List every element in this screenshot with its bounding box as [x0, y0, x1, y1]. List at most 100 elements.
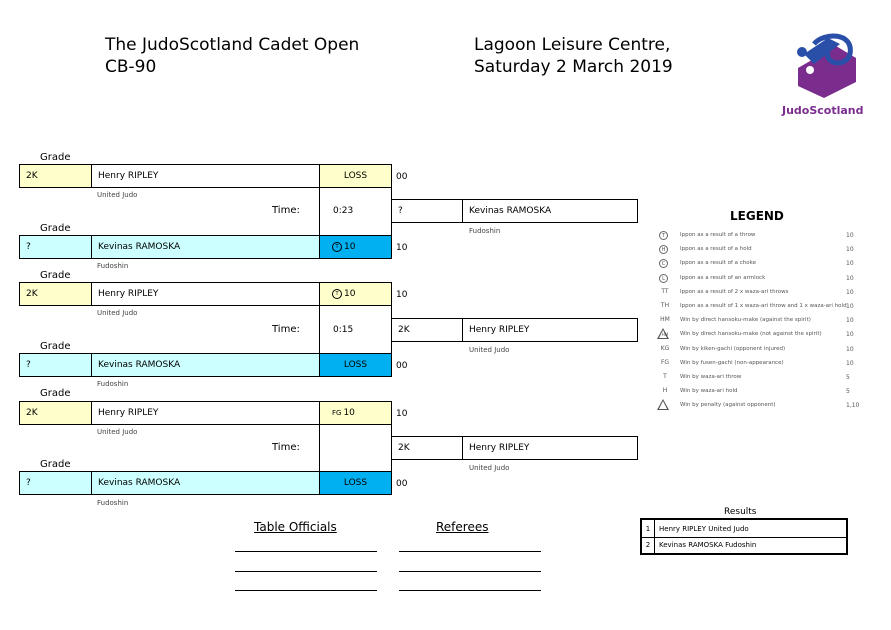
- score: 00: [396, 172, 408, 182]
- legend-description: Win by direct hansoku-make (against the …: [680, 317, 811, 323]
- grade-cell: 2K: [19, 401, 92, 425]
- signature-line: [235, 590, 377, 591]
- legend-description: Ippon as a result of a throw: [680, 232, 756, 238]
- legend-triangle-icon: [657, 399, 669, 410]
- club-name: United Judo: [97, 428, 138, 436]
- legend-points: 10: [846, 317, 854, 324]
- legend-description: Win by penalty (against opponent): [680, 402, 776, 408]
- winner-name: Kevinas RAMOSKA: [462, 199, 638, 223]
- legend-circle-icon: L: [659, 274, 668, 283]
- legend-title: LEGEND: [730, 209, 784, 223]
- legend-circle-icon: T: [659, 231, 668, 240]
- grade-label: Grade: [40, 388, 71, 399]
- legend-description: Ippon as a result of a choke: [680, 260, 757, 266]
- legend-triangle-icon: [657, 328, 669, 339]
- event-title: The JudoScotland Cadet Open: [105, 35, 360, 55]
- winner-name: Henry RIPLEY: [462, 318, 638, 342]
- competitor-name: Kevinas RAMOSKA: [91, 235, 320, 259]
- fusen-gachi-code: FG: [332, 409, 342, 417]
- legend-points: 10: [846, 331, 854, 338]
- logo-graphic: [797, 33, 856, 98]
- legend-points: 10: [846, 232, 854, 239]
- result-place: 1: [642, 520, 655, 537]
- legend-code: KG: [660, 345, 670, 352]
- bout-time: 0:23: [333, 206, 354, 216]
- legend-description: Ippon as a result of an armlock: [680, 275, 766, 281]
- legend-points: 10: [846, 303, 854, 310]
- grade-cell: 2K: [19, 164, 92, 188]
- legend-points: 10: [846, 346, 854, 353]
- legend-points: 10: [846, 275, 854, 282]
- legend-code: HM: [660, 316, 670, 323]
- venue-title: Lagoon Leisure Centre,: [474, 35, 671, 55]
- legend-code: FG: [660, 359, 670, 366]
- result-cell: LOSS: [319, 353, 392, 377]
- winner-grade-cell: 2K: [391, 318, 463, 342]
- legend-description: Ippon as a result of a hold: [680, 246, 752, 252]
- legend-description: Win by waza-ari throw: [680, 374, 742, 380]
- winner-name: Henry RIPLEY: [462, 436, 638, 460]
- legend-points: 5: [846, 388, 850, 395]
- time-label: Time:: [272, 442, 300, 453]
- results-table: 1 Henry RIPLEY United Judo 2 Kevinas RAM…: [640, 518, 848, 555]
- result-value: 10: [343, 408, 355, 418]
- referees-label: Referees: [436, 520, 489, 534]
- result-text: Kevinas RAMOSKA Fudoshin: [659, 541, 757, 549]
- competitor-name: Kevinas RAMOSKA: [91, 353, 320, 377]
- legend-points: 1,10: [846, 402, 860, 409]
- grade-label: Grade: [40, 152, 71, 163]
- judoscotland-logo: JudoScotland: [782, 24, 864, 120]
- legend-description: Win by fusen-gachi (non-appearance): [680, 360, 784, 366]
- legend-circle-icon: C: [659, 259, 668, 268]
- throw-ippon-icon: T: [332, 242, 342, 252]
- legend-description: Ippon as a result of 1 x waza-ari throw …: [680, 303, 847, 309]
- club-name: United Judo: [97, 309, 138, 317]
- signature-line: [399, 551, 541, 552]
- legend-points: 10: [846, 360, 854, 367]
- score: 10: [396, 243, 408, 253]
- winner-grade-cell: 2K: [391, 436, 463, 460]
- winner-club: Fudoshin: [469, 227, 501, 235]
- score: 00: [396, 361, 408, 371]
- event-date: Saturday 2 March 2019: [474, 57, 673, 77]
- legend-code: H: [662, 387, 668, 394]
- result-place: 2: [642, 537, 655, 553]
- club-name: Fudoshin: [97, 380, 129, 388]
- legend-code: TH: [660, 302, 670, 309]
- category-title: CB-90: [105, 57, 157, 77]
- result-value: 10: [344, 289, 356, 299]
- grade-cell: ?: [19, 235, 92, 259]
- legend-description: Win by kiken-gachi (opponent injured): [680, 346, 786, 352]
- result-text: Henry RIPLEY United Judo: [659, 524, 749, 533]
- time-divider: [319, 306, 320, 353]
- signature-line: [399, 590, 541, 591]
- time-label: Time:: [272, 324, 300, 335]
- legend-circle-icon: H: [659, 245, 668, 254]
- legend-points: 10: [846, 246, 854, 253]
- legend-code: T: [663, 373, 667, 380]
- grade-cell: ?: [19, 353, 92, 377]
- grade-label: Grade: [40, 341, 71, 352]
- winner-club: United Judo: [469, 346, 510, 354]
- throw-ippon-icon: T: [332, 289, 342, 299]
- legend-points: 10: [846, 260, 854, 267]
- legend-description: Win by direct hansoku-make (not against …: [680, 331, 822, 337]
- score: 00: [396, 479, 408, 489]
- score: 10: [396, 409, 408, 419]
- grade-cell: 2K: [19, 282, 92, 306]
- result-cell: LOSS: [319, 471, 392, 495]
- club-name: Fudoshin: [97, 262, 129, 270]
- table-officials-label: Table Officials: [254, 520, 337, 534]
- grade-label: Grade: [40, 459, 71, 470]
- result-value: 10: [344, 242, 356, 252]
- competitor-name: Henry RIPLEY: [91, 401, 320, 425]
- time-label: Time:: [272, 205, 300, 216]
- winner-grade-cell: ?: [391, 199, 463, 223]
- competitor-name: Henry RIPLEY: [91, 164, 320, 188]
- logo-text: JudoScotland: [782, 104, 864, 117]
- signature-line: [235, 571, 377, 572]
- winner-club: United Judo: [469, 464, 510, 472]
